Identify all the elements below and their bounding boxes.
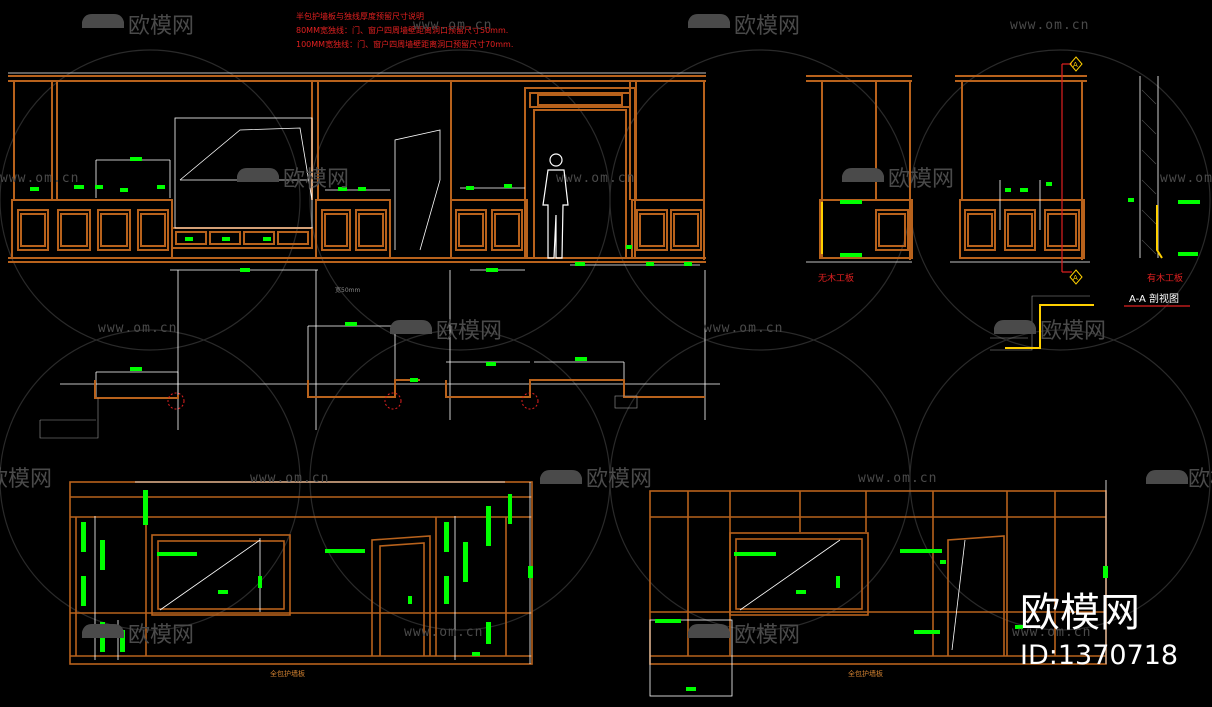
watermark-sofa-icon bbox=[82, 14, 1188, 638]
watermark-url: www.om.cn bbox=[1160, 171, 1212, 186]
watermark-brand: 欧模网 bbox=[734, 623, 800, 648]
big-watermark: 欧模网 ID:1370718 bbox=[1020, 590, 1178, 671]
watermark-brand: 欧模网 bbox=[283, 167, 349, 192]
watermark-url: www.om.cn bbox=[0, 171, 79, 186]
watermark-url: www.om.cn bbox=[1012, 625, 1091, 640]
note-line-3: 100MM宽独线：门、窗户四周墙壁距离洞口预留尺寸70mm. bbox=[296, 39, 513, 49]
watermark-url: www.om.cn bbox=[1010, 18, 1089, 33]
dimension-note: 宽50mm bbox=[335, 286, 360, 294]
watermark-texts: 欧模网 欧模网 www.om.cn www.om.cn 欧模网 欧模网 www.… bbox=[0, 14, 1212, 648]
watermark-brand: 欧模网 bbox=[1040, 319, 1106, 344]
human-figure bbox=[542, 153, 569, 259]
watermark-url: www.om.cn bbox=[413, 18, 492, 33]
main-elevation: 宽50mm bbox=[8, 72, 706, 294]
axis-a-bottom: A bbox=[1073, 274, 1078, 282]
plan-view bbox=[39, 270, 720, 439]
axis-a-top: A bbox=[1073, 61, 1078, 69]
side-elevation: A A 无木工板 有木工板 bbox=[806, 56, 1200, 285]
big-watermark-id: ID:1370718 bbox=[1020, 640, 1178, 671]
label-with-wood-base: 有木工板 bbox=[1147, 272, 1183, 284]
watermark-brand: 欧模网 bbox=[128, 623, 194, 648]
section-detail: A-A 剖视图 bbox=[990, 292, 1190, 351]
note-line-1: 半包护墙板与独线厚度预留尺寸说明 bbox=[296, 11, 424, 21]
full-panel-right: 全包护墙板 bbox=[649, 480, 1108, 697]
watermark-brand: 欧模网 bbox=[888, 167, 954, 192]
label-full-panel-left: 全包护墙板 bbox=[270, 669, 305, 678]
label-full-panel-right: 全包护墙板 bbox=[848, 669, 883, 678]
watermark-circles bbox=[0, 49, 1211, 631]
watermark-url: www.om.cn bbox=[556, 171, 635, 186]
watermark-url: www.om.cn bbox=[250, 471, 329, 486]
watermark-brand: 欧模网 bbox=[0, 467, 52, 492]
note-line-2: 80MM宽独线：门、窗户四周墙壁距离洞口预留尺寸50mm. bbox=[296, 25, 508, 35]
watermark-brand: 欧模网 bbox=[1188, 467, 1212, 492]
watermark-url: www.om.cn bbox=[404, 625, 483, 640]
big-watermark-brand: 欧模网 bbox=[1020, 590, 1140, 636]
watermark-brand: 欧模网 bbox=[436, 319, 502, 344]
notes: 半包护墙板与独线厚度预留尺寸说明 80MM宽独线：门、窗户四周墙壁距离洞口预留尺… bbox=[296, 11, 513, 49]
label-no-wood-base: 无木工板 bbox=[818, 272, 854, 284]
full-panel-left: 全包护墙板 bbox=[69, 481, 533, 678]
watermark-brand: 欧模网 bbox=[586, 467, 652, 492]
watermark-brand: 欧模网 bbox=[128, 14, 194, 39]
watermark-url: www.om.cn bbox=[858, 471, 937, 486]
watermark-url: www.om.cn bbox=[704, 321, 783, 336]
section-title: A-A 剖视图 bbox=[1129, 292, 1179, 305]
watermark-url: www.om.cn bbox=[98, 321, 177, 336]
watermark-brand: 欧模网 bbox=[734, 14, 800, 39]
